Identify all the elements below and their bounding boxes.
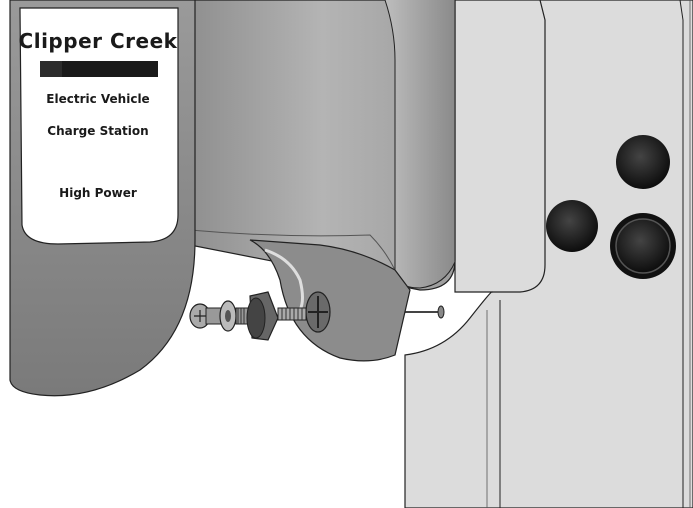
- label-line-1: Electric Vehicle: [46, 92, 149, 106]
- mounting-pin: [405, 305, 445, 319]
- wall-bracket: [404, 0, 693, 508]
- label-line-3: High Power: [59, 186, 137, 200]
- label-line-2: Charge Station: [47, 124, 148, 138]
- spacer: [246, 291, 279, 341]
- screw-shaft: [277, 307, 307, 321]
- charger-housing: [189, 0, 456, 291]
- label-panel: Clipper Creek Electric Vehicle Charge St…: [19, 7, 179, 245]
- brand-stripe: [40, 61, 158, 77]
- mounting-tab: [249, 239, 411, 362]
- brand-name: Clipper Creek: [19, 29, 178, 53]
- left-hole: [546, 200, 598, 252]
- washer: [219, 300, 237, 332]
- lower-hole: [615, 218, 671, 274]
- bracket-holes: [546, 135, 676, 279]
- upper-hole: [616, 135, 670, 189]
- screw-hardware: [189, 291, 307, 341]
